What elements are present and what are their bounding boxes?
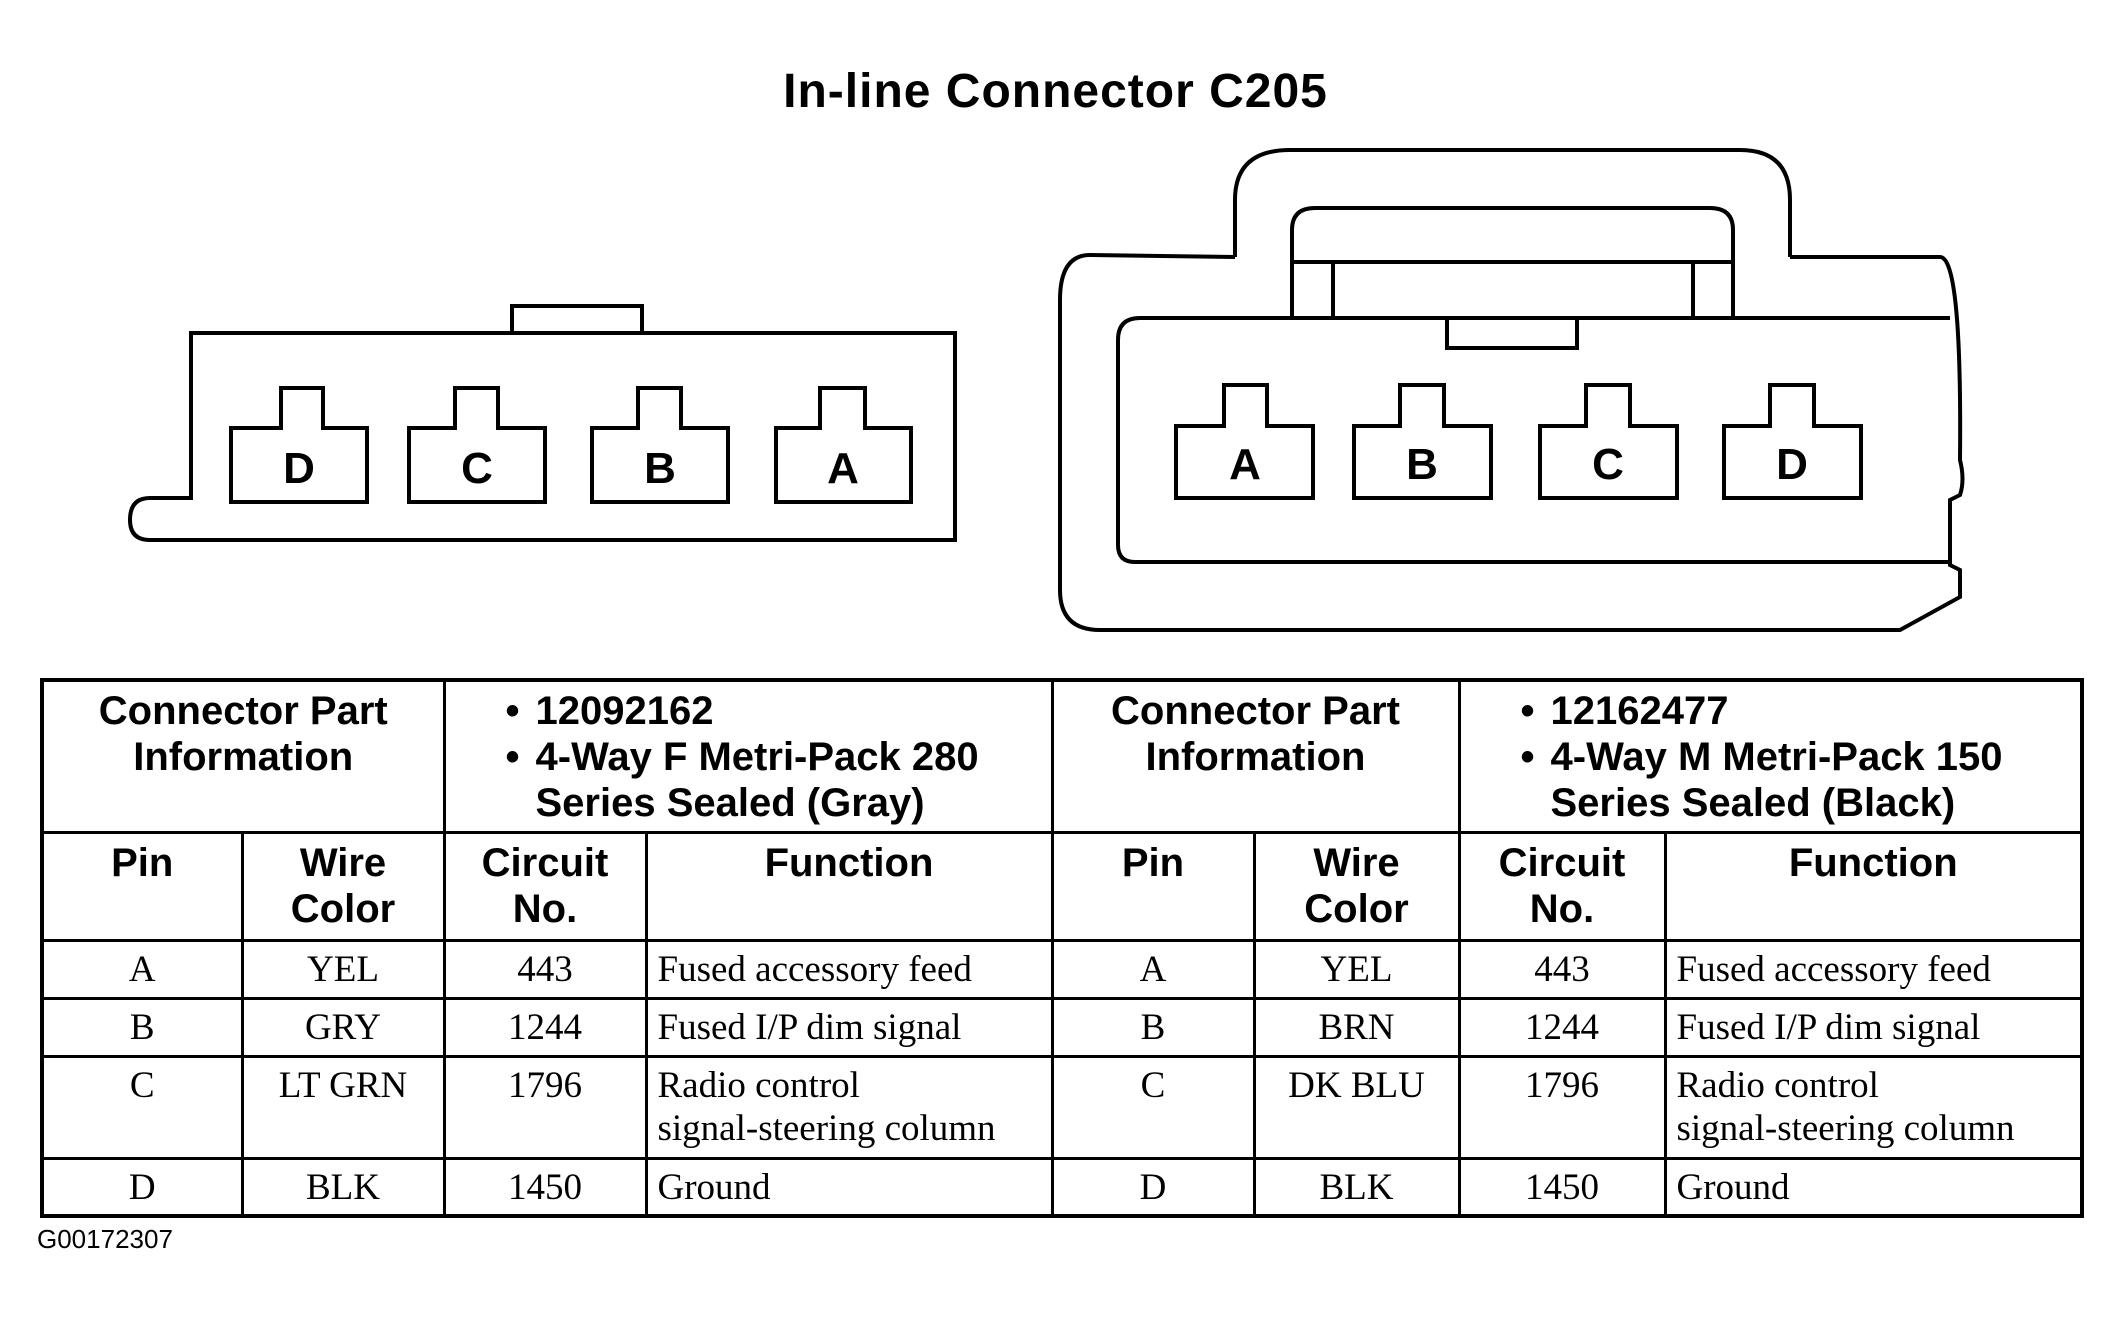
right-info-label: Connector Part Information xyxy=(1050,678,1461,834)
diagram-title: In-line Connector C205 xyxy=(783,65,1328,118)
left-part-number: 12092162 xyxy=(535,689,714,733)
right-pin-label: B xyxy=(1406,440,1438,489)
connector-diagram: D C B A A B C D xyxy=(127,148,1965,632)
left-pin-b: B xyxy=(590,386,730,504)
col-header-pin: Pin xyxy=(40,830,244,942)
left-pin-c: C xyxy=(407,386,547,504)
table-row: A YEL 443 Fused accessory feed A YEL 443… xyxy=(40,938,2084,1000)
col-header-function: Function xyxy=(644,830,1054,942)
right-part-desc: 4-Way M Metri-Pack 150 xyxy=(1550,735,2003,779)
right-part-desc-2: Series Sealed (Black) xyxy=(1550,781,1956,825)
right-part-info: •12162477 •4-Way M Metri-Pack 150 Series… xyxy=(1457,678,2084,834)
table-row: B GRY 1244 Fused I/P dim signal B BRN 12… xyxy=(40,996,2084,1058)
left-pin-label: B xyxy=(644,444,676,493)
right-pin-label: C xyxy=(1592,440,1624,489)
right-pin-a: A xyxy=(1174,383,1315,500)
table-row: D BLK 1450 Ground D BLK 1450 Ground xyxy=(40,1156,2084,1218)
left-part-desc-2: Series Sealed (Gray) xyxy=(535,781,925,825)
right-pin-d: D xyxy=(1722,383,1863,500)
part-info-row: Connector Part Information •12092162 •4-… xyxy=(40,678,2084,834)
right-pin-label: A xyxy=(1229,440,1261,489)
right-part-number: 12162477 xyxy=(1550,689,1729,733)
right-connector-body xyxy=(1058,148,1965,632)
figure-code: G00172307 xyxy=(37,1224,173,1254)
left-pin-a: A xyxy=(774,386,913,504)
left-pin-d: D xyxy=(229,386,369,504)
right-pin-c: C xyxy=(1538,383,1679,500)
col-header-function: Function xyxy=(1663,830,2084,942)
left-pin-label: C xyxy=(461,444,493,493)
left-connector-body xyxy=(127,304,957,542)
left-pin-label: D xyxy=(283,444,315,493)
left-part-desc: 4-Way F Metri-Pack 280 xyxy=(535,735,979,779)
left-part-info: •12092162 •4-Way F Metri-Pack 280 Series… xyxy=(442,678,1054,834)
right-pin-label: D xyxy=(1776,440,1808,489)
pinout-table: Connector Part Information •12092162 •4-… xyxy=(40,678,2084,1218)
left-info-label: Connector Part Information xyxy=(40,678,446,834)
left-pin-label: A xyxy=(827,444,859,493)
right-pin-b: B xyxy=(1352,383,1493,500)
col-header-pin: Pin xyxy=(1050,830,1256,942)
